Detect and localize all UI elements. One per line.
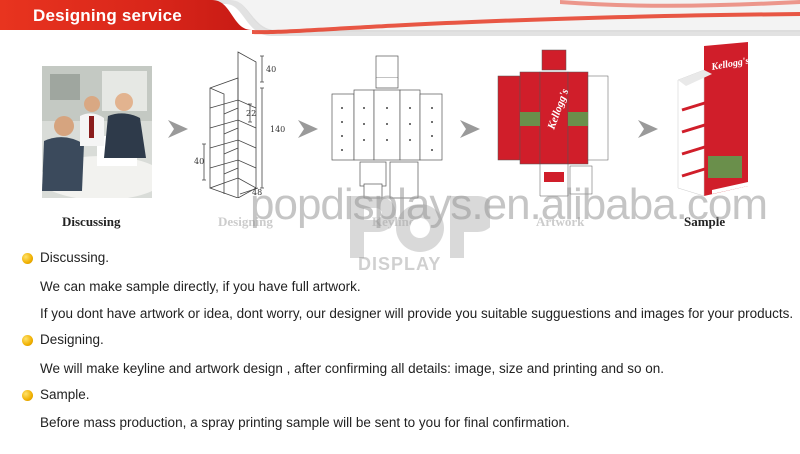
arrow-right-icon: [636, 118, 662, 145]
caption-keyline: Keyline: [372, 214, 415, 229]
arrow-right-icon: [166, 118, 192, 145]
banner-shape: [0, 0, 800, 36]
section-line: We will make keyline and artwork design …: [40, 361, 665, 376]
artwork-drawing: Kellogg's: [494, 46, 612, 202]
caption-sample: Sample: [684, 214, 726, 229]
caption-designing: Designing: [218, 214, 273, 229]
section-title-discussing: Discussing.: [40, 250, 110, 265]
watermark-label: DISPLAY: [358, 254, 442, 274]
sample-drawing: Kellogg's: [668, 40, 760, 198]
section-title-designing: Designing.: [40, 332, 104, 347]
arrow-right-icon: [458, 118, 484, 145]
section-line: Before mass production, a spray printing…: [40, 415, 570, 430]
caption-discussing: Discussing: [62, 214, 121, 229]
dim-bottom-label: 40: [194, 157, 204, 166]
section-title-sample: Sample.: [40, 387, 90, 402]
header-banner: Designing service: [0, 0, 800, 40]
keyline-drawing: [328, 52, 446, 202]
arrow-right-icon: [296, 118, 322, 145]
section-line: We can make sample directly, if you have…: [40, 279, 361, 294]
bullet-icon: [22, 335, 33, 346]
discussing-photo: [40, 66, 164, 200]
dim-depth-label: 48: [252, 188, 262, 197]
dim-top-label: 40: [266, 65, 276, 74]
display-stand-drawing: 40 22 140 40 48: [192, 48, 296, 199]
bullet-icon: [22, 253, 33, 264]
section-line: If you dont have artwork or idea, dont w…: [40, 306, 794, 321]
bullet-icon: [22, 390, 33, 401]
page-title: Designing service: [33, 6, 182, 25]
dim-mid-label: 22: [246, 109, 256, 118]
caption-artwork: Artwork: [536, 214, 585, 229]
dim-height-label: 140: [270, 125, 285, 134]
